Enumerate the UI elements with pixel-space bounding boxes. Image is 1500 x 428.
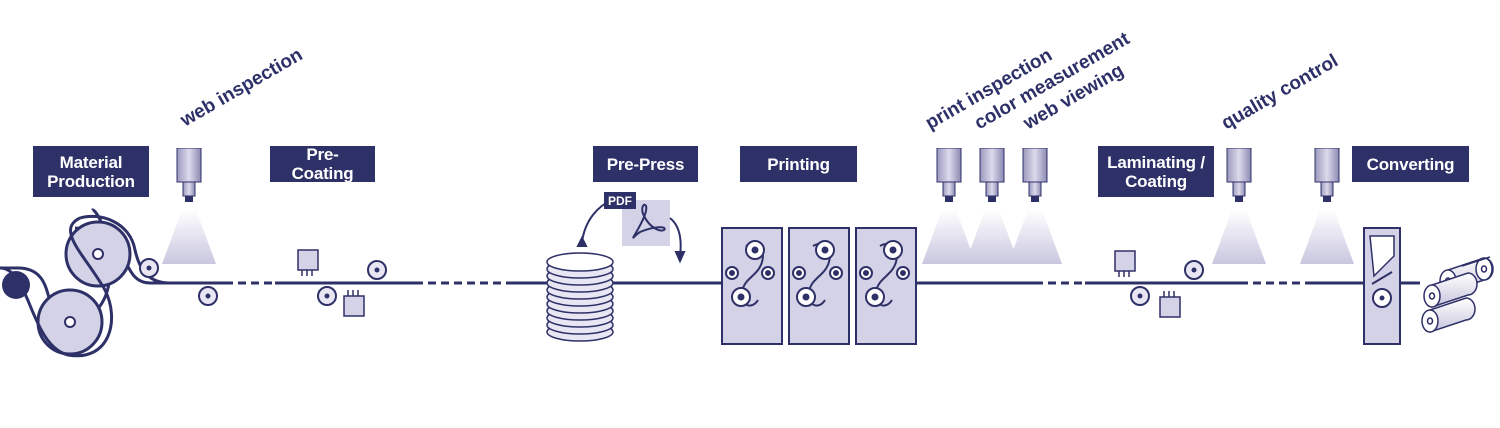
stage-label: Converting [1366,154,1455,174]
pdf-tag: PDF [604,192,636,209]
camera-color-measurement [965,148,1019,264]
stage-material-production: Material Production [33,146,149,197]
pre-coating-unit [297,249,387,317]
stage-label: Pre-Coating [291,145,354,183]
paper-roll-icon [1421,256,1494,334]
stage-label: Pre-Press [606,154,685,174]
camera-print-inspection [922,148,976,264]
disk-stack-icon [546,252,614,342]
printing-cylinders [725,240,910,307]
camera-quality-control-2 [1300,148,1354,264]
laminating-unit [1114,250,1204,318]
stage-label: Material Production [47,152,135,191]
stage-converting: Converting [1352,146,1469,182]
stage-pre-coating: Pre-Coating [270,145,375,183]
web-line [0,208,1420,324]
stage-label: Printing [767,154,830,174]
stage-label: Laminating / Coating [1107,152,1205,191]
stage-printing: Printing [740,146,857,182]
converting-unit [1363,227,1401,345]
camera-web-viewing [1008,148,1062,264]
stage-pre-press: Pre-Press [593,146,698,182]
pdf-document-icon [622,200,670,246]
material-production-rollers [0,214,218,358]
camera-quality-control-1 [1212,148,1266,264]
stage-laminating-coating: Laminating / Coating [1098,146,1214,197]
camera-web-inspection [162,148,216,264]
